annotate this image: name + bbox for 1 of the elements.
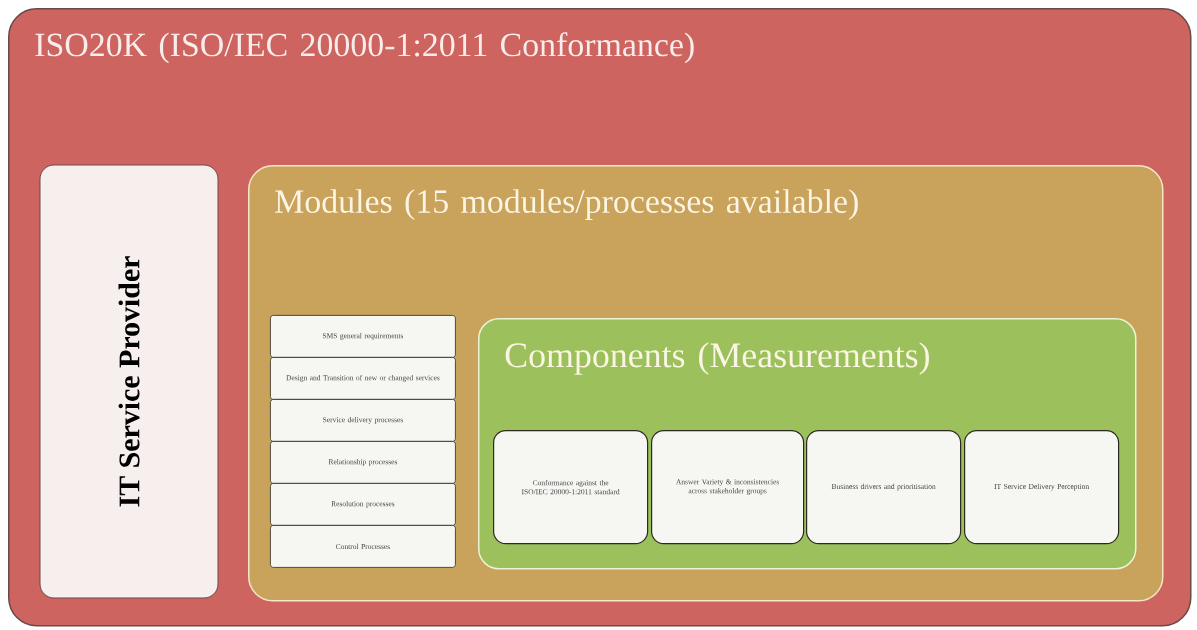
provider-box: IT Service Provider	[39, 164, 219, 599]
